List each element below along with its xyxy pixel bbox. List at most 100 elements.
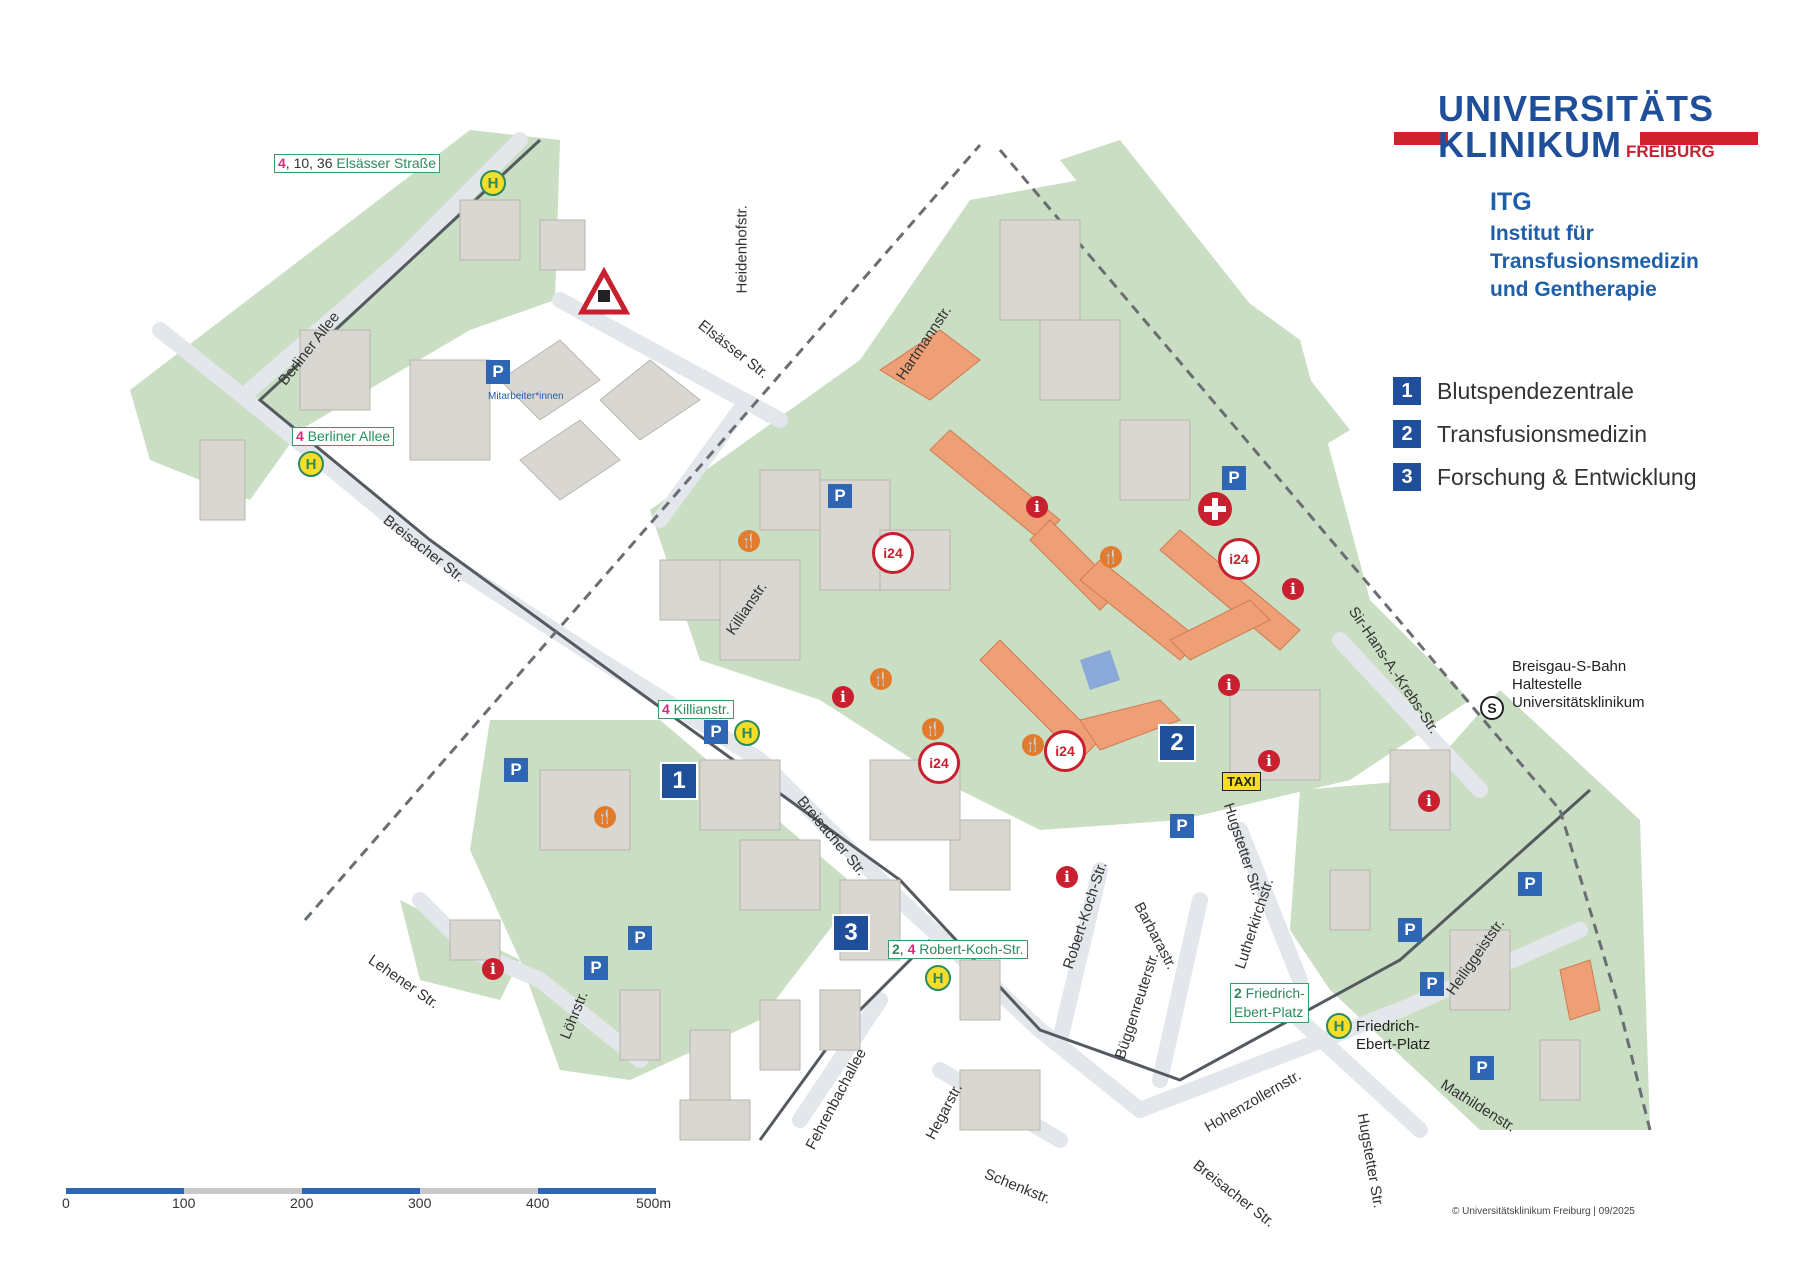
logo-universitaets: UNIVERSITÄTS xyxy=(1438,88,1715,129)
stop-lines: 4 xyxy=(662,701,670,717)
parking-icon[interactable]: P xyxy=(486,360,510,384)
scale-bar xyxy=(66,1188,656,1194)
legend-label: Blutspendezentrale xyxy=(1437,377,1634,404)
scale-label-0: 0 xyxy=(62,1195,70,1211)
buildings xyxy=(199,199,1581,1141)
scale-label-200: 200 xyxy=(290,1195,314,1211)
info-icon[interactable]: i xyxy=(1258,750,1280,772)
stop-name: Robert-Koch-Str. xyxy=(915,941,1024,957)
parking-icon[interactable]: P xyxy=(1470,1056,1494,1080)
scale-label-400: 400 xyxy=(526,1195,550,1211)
parking-icon[interactable]: P xyxy=(704,720,728,744)
sbahn-line2: Haltestelle xyxy=(1512,676,1583,693)
parking-icon[interactable]: P xyxy=(1170,814,1194,838)
parking-icon[interactable]: P xyxy=(1398,918,1422,942)
info-icon[interactable]: i xyxy=(1026,496,1048,518)
stop-line-green: 2 xyxy=(1234,985,1242,1001)
info-24h-icon[interactable]: i24 xyxy=(1044,730,1086,772)
restaurant-icon[interactable]: 🍴 xyxy=(922,718,944,740)
institute-abbr: ITG xyxy=(1490,188,1532,216)
restaurant-icon[interactable]: 🍴 xyxy=(594,806,616,828)
stop-lines-extra: , 10, 36 xyxy=(285,155,337,171)
sbahn-line1: Breisgau-S-Bahn xyxy=(1512,658,1627,675)
friedrich-line1: Friedrich- xyxy=(1356,1018,1420,1035)
institute-line1: Institut für xyxy=(1490,222,1594,245)
institute-line2: Transfusionsmedizin xyxy=(1490,250,1699,273)
street-heidenhofstr: Heidenhofstr. xyxy=(733,205,751,294)
legend-label: Forschung & Entwicklung xyxy=(1437,463,1697,490)
stop-label-berliner: 4 Berliner Allee xyxy=(292,427,395,446)
legend-item-2: 2 Transfusionsmedizin xyxy=(1393,419,1647,449)
legend-number: 1 xyxy=(1393,377,1421,405)
stop-line-green: 2 xyxy=(892,941,900,957)
info-icon[interactable]: i xyxy=(832,686,854,708)
logo-freiburg: FREIBURG xyxy=(1625,142,1715,161)
sbahn-line3: Universitätsklinikum xyxy=(1512,694,1645,711)
staff-parking-label: Mitarbeiter*innen xyxy=(488,391,564,402)
institute-line3: und Gentherapie xyxy=(1490,278,1657,301)
stop-name: Friedrich- xyxy=(1241,985,1305,1001)
tram-stop-icon[interactable]: H xyxy=(298,451,324,477)
sbahn-icon[interactable]: S xyxy=(1480,696,1504,720)
info-24h-icon[interactable]: i24 xyxy=(918,742,960,784)
marker-transfusionsmedizin[interactable]: 2 xyxy=(1158,724,1196,762)
restaurant-icon[interactable]: 🍴 xyxy=(738,530,760,552)
stop-lines: 4 xyxy=(278,155,286,171)
marker-blutspendezentrale[interactable]: 1 xyxy=(660,762,698,800)
tram-stop-icon[interactable]: H xyxy=(925,965,951,991)
friedrich-line2: Ebert-Platz xyxy=(1356,1036,1431,1053)
stop-label-friedrich: 2 Friedrich- Ebert-Platz xyxy=(1230,983,1309,1023)
marker-forschung[interactable]: 3 xyxy=(832,914,870,952)
parking-icon[interactable]: P xyxy=(828,484,852,508)
info-icon[interactable]: i xyxy=(1418,790,1440,812)
stop-label-robert-koch: 2, 4 Robert-Koch-Str. xyxy=(888,940,1028,959)
stop-name: Killianstr. xyxy=(669,701,730,717)
stop-sep: , xyxy=(899,941,908,957)
legend-number: 2 xyxy=(1393,420,1421,448)
taxi-icon[interactable]: TAXI xyxy=(1222,772,1261,791)
info-icon[interactable]: i xyxy=(1218,674,1240,696)
parking-icon[interactable]: P xyxy=(1420,972,1444,996)
logo-bar-left xyxy=(1394,132,1448,145)
restaurant-icon[interactable]: 🍴 xyxy=(1100,546,1122,568)
logo-bar-right xyxy=(1640,132,1758,145)
scale-label-500: 500m xyxy=(636,1195,672,1211)
legend-item-1: 1 Blutspendezentrale xyxy=(1393,376,1634,406)
stop-label-killian: 4 Killianstr. xyxy=(658,700,734,719)
emergency-cross-icon xyxy=(1198,492,1232,526)
stop-label-elsaesser: 4, 10, 36 Elsässer Straße xyxy=(274,154,440,173)
info-24h-icon[interactable]: i24 xyxy=(1218,538,1260,580)
stop-name: Elsässer Straße xyxy=(336,155,436,171)
stop-name-2: Ebert-Platz xyxy=(1234,1004,1304,1020)
info-24h-icon[interactable]: i24 xyxy=(872,532,914,574)
tram-stop-icon[interactable]: H xyxy=(734,720,760,746)
parking-icon[interactable]: P xyxy=(628,926,652,950)
stop-name: Berliner Allee xyxy=(303,428,391,444)
parking-icon[interactable]: P xyxy=(1222,466,1246,490)
info-icon[interactable]: i xyxy=(1282,578,1304,600)
tram-stop-icon[interactable]: H xyxy=(480,170,506,196)
restaurant-icon[interactable]: 🍴 xyxy=(870,668,892,690)
info-icon[interactable]: i xyxy=(1056,866,1078,888)
friedrich-ebert-label: Friedrich-Ebert-Platz xyxy=(1356,1018,1430,1054)
parking-icon[interactable]: P xyxy=(1518,872,1542,896)
info-icon[interactable]: i xyxy=(482,958,504,980)
pond xyxy=(1080,650,1120,690)
legend-label: Transfusionsmedizin xyxy=(1437,420,1648,447)
legend-number: 3 xyxy=(1393,463,1421,491)
copyright: © Universitätsklinikum Freiburg | 09/202… xyxy=(1452,1206,1635,1217)
tram-stop-icon[interactable]: H xyxy=(1326,1013,1352,1039)
logo-klinikum: KLINIKUM xyxy=(1438,124,1622,165)
parking-icon[interactable]: P xyxy=(584,956,608,980)
restaurant-icon[interactable]: 🍴 xyxy=(1022,734,1044,756)
railway xyxy=(303,144,1652,1131)
stop-lines: 4 xyxy=(907,941,916,957)
scale-label-100: 100 xyxy=(172,1195,196,1211)
parking-icon[interactable]: P xyxy=(504,758,528,782)
sbahn-label: Breisgau-S-Bahn Haltestelle Universitäts… xyxy=(1512,658,1645,712)
stop-lines: 4 xyxy=(296,428,304,444)
scale-label-300: 300 xyxy=(408,1195,432,1211)
construction-sign-icon xyxy=(577,266,631,315)
